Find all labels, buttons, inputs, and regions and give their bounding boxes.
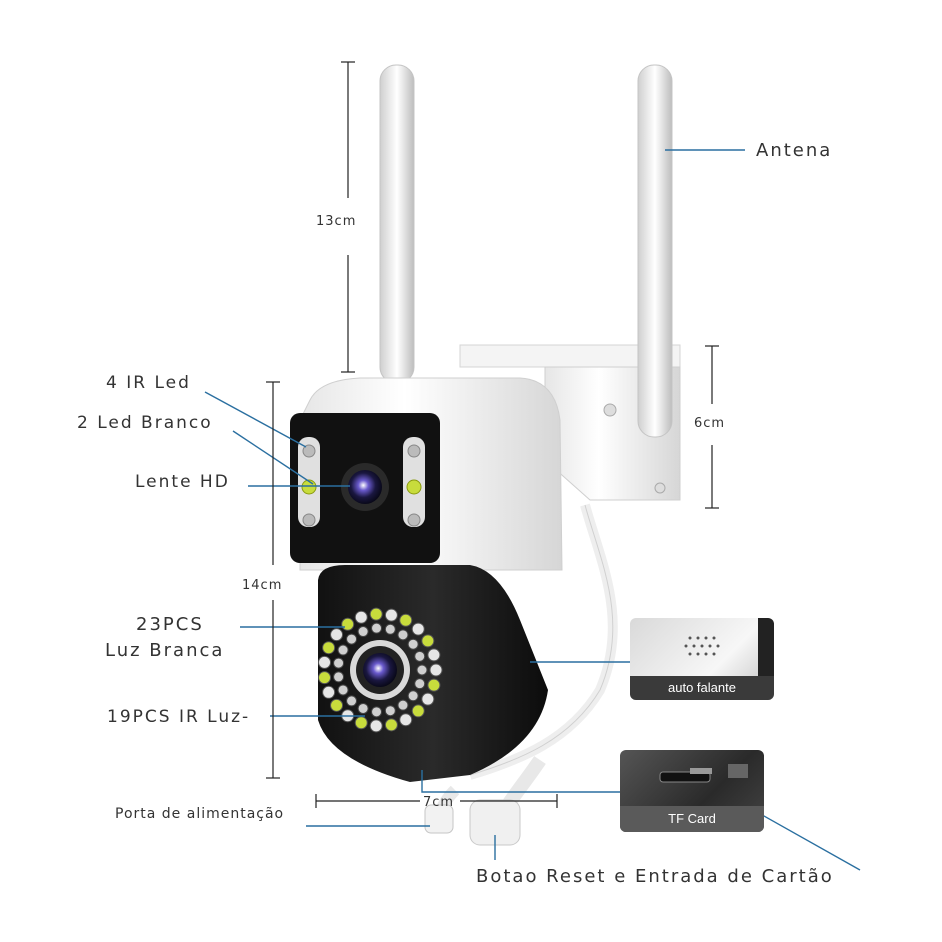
- white-led-dot: [330, 628, 344, 642]
- ir-led-dot: [407, 690, 419, 702]
- body-width-label: 7cm: [423, 795, 455, 810]
- white-led-dot: [411, 704, 425, 718]
- speaker-grille-icon: [684, 618, 774, 678]
- white-led-dot: [429, 663, 443, 677]
- white-led-dot: [318, 655, 332, 669]
- ir-led-dot: [397, 699, 409, 711]
- white-led-dot: [369, 719, 383, 733]
- dimension-lines: [266, 61, 719, 808]
- white-led-dot: [330, 698, 344, 712]
- ir-led-dot: [397, 629, 409, 641]
- white-led-label: 2 Led Branco: [77, 413, 213, 433]
- ir-led-label: 4 IR Led: [106, 373, 191, 393]
- white-light-count-label: 23PCS: [136, 614, 204, 635]
- white-led-dot: [421, 692, 435, 706]
- white-light-label: Luz Branca: [105, 640, 225, 661]
- ir-led-dot: [407, 638, 419, 650]
- ir-led-dot: [337, 684, 349, 696]
- mount-height-label: 6cm: [694, 416, 726, 431]
- ir-led-dot: [333, 671, 345, 683]
- white-led-dot: [341, 617, 355, 631]
- speaker-caption: auto falante: [630, 676, 774, 700]
- ir-led-dot: [371, 706, 383, 718]
- antenna-right: [637, 64, 673, 438]
- white-led-dot: [384, 718, 398, 732]
- ir-led-dot: [371, 622, 383, 634]
- ir-led-dot: [357, 626, 369, 638]
- white-led-dot: [411, 622, 425, 636]
- reset-card-label: Botao Reset e Entrada de Cartão: [476, 866, 834, 887]
- antenna-left: [379, 64, 415, 384]
- white-led-dot: [322, 641, 336, 655]
- white-led-dot: [421, 634, 435, 648]
- antenna-height-label: 13cm: [316, 214, 357, 229]
- ir-light-label: 19PCS IR Luz-: [107, 707, 251, 727]
- tf-card-caption: TF Card: [620, 806, 764, 832]
- tf-card-thumbnail: TF Card: [620, 750, 764, 832]
- ir-led-dot: [384, 705, 396, 717]
- antenna-label: Antena: [756, 140, 833, 161]
- body-height-label: 14cm: [242, 578, 283, 593]
- white-led-dot: [354, 610, 368, 624]
- ir-led-dot: [414, 678, 426, 690]
- ir-led-dot: [333, 657, 345, 669]
- speaker-thumbnail: auto falante: [630, 618, 774, 700]
- ir-led-dot: [357, 702, 369, 714]
- ir-led-dot: [337, 644, 349, 656]
- lower-dome: [318, 565, 548, 782]
- ir-led-dot: [416, 664, 428, 676]
- white-led-dot: [427, 678, 441, 692]
- white-led-dot: [384, 608, 398, 622]
- ir-led-dot: [384, 623, 396, 635]
- power-port-label: Porta de alimentação: [115, 806, 285, 822]
- white-led-dot: [354, 716, 368, 730]
- white-led-dot: [322, 685, 336, 699]
- ir-led-dot: [346, 633, 358, 645]
- ir-led-dot: [414, 650, 426, 662]
- white-led-dot: [399, 613, 413, 627]
- white-led-dot: [427, 648, 441, 662]
- white-led-dot: [399, 713, 413, 727]
- hd-lens-label: Lente HD: [135, 472, 230, 492]
- white-led-dot: [369, 607, 383, 621]
- ir-led-dot: [346, 695, 358, 707]
- white-led-dot: [318, 671, 332, 685]
- card-slot-icon: [659, 764, 748, 783]
- upper-head: [290, 377, 563, 571]
